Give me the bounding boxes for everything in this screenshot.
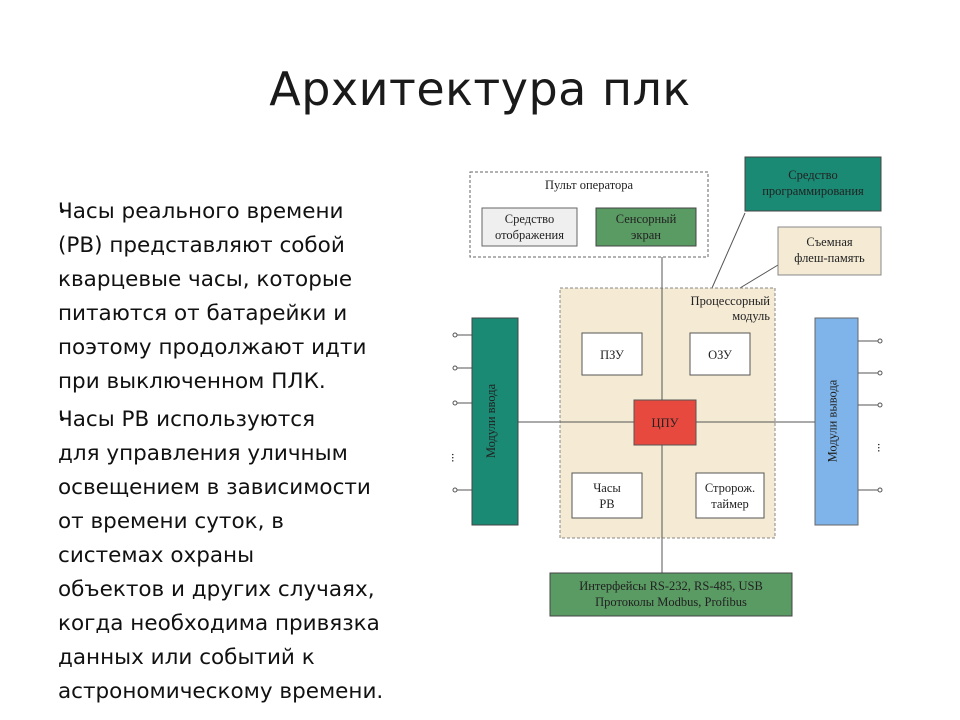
output-pins [858,338,883,493]
watchdog-label: таймер [711,497,749,511]
programming-tool-label: Средство [788,168,837,182]
plc-architecture-diagram: ... ... Пульт оператора Средство отображ… [449,156,889,617]
watchdog-label: Стророж. [705,481,755,495]
touchscreen-label: Сенсорный [616,212,677,226]
rom-label: ПЗУ [600,348,624,362]
output-modules-box [814,317,859,526]
bullet-line: (РВ) представляют собой [58,233,345,258]
bullet-dot-icon: • [58,204,67,220]
input-pins [452,332,472,493]
touchscreen-label: экран [631,228,661,242]
bullet-item-2: • Часы РВ используются для управления ул… [58,403,418,709]
ram-box [689,332,751,376]
bullet-line: Часы реального времени [58,199,344,224]
display-label: отображения [495,228,564,242]
touchscreen-box [595,207,697,247]
output-pins-ellipsis: ... [875,443,889,452]
display-label: Средство [505,212,554,226]
flash-memory-box [777,226,882,276]
bullet-line: объектов и других случаях, [58,577,375,602]
input-pins-ellipsis: ... [449,453,463,462]
cpu-box [633,399,697,446]
bullet-list: • Часы реального времени (РВ) представля… [58,195,418,713]
bullet-line: кварцевые часы, которые [58,267,353,292]
flash-memory-label: флеш-память [794,251,865,265]
bullet-line: поэтому продолжают идти [58,335,367,360]
processor-module-label: модуль [732,309,770,323]
flash-link-line [739,264,779,289]
programming-tool-label: программирования [762,184,864,198]
bullet-line: данных или событий к [58,645,315,670]
bullet-line: астрономическому времени. [58,679,384,704]
input-modules-box [471,317,519,526]
bullet-line: освещением в зависимости [58,475,371,500]
operator-panel-label: Пульт оператора [545,178,634,192]
programming-link-line [711,212,746,289]
bullet-line: от времени суток, в [58,509,284,534]
interfaces-label: Протоколы Modbus, Profibus [595,595,747,609]
input-modules-label: Модули ввода [484,383,498,458]
rtc-label: Часы [593,481,621,495]
rtc-label: РВ [599,497,614,511]
interfaces-box [549,572,793,617]
display-box [481,207,578,247]
bullet-item-1: • Часы реального времени (РВ) представля… [58,195,418,399]
bullet-dot-icon: • [58,412,67,428]
processor-module-label: Процессорный [691,294,771,308]
watchdog-box [695,472,765,519]
cpu-label: ЦПУ [652,416,679,430]
slide-title: Архитектура плк [269,62,691,116]
rtc-box [571,472,643,519]
bullet-line: для управления уличным [58,441,348,466]
interfaces-label: Интерфейсы RS-232, RS-485, USB [579,579,763,593]
bullet-line: системах охраны [58,543,255,568]
bullet-line: питаются от батарейки и [58,301,348,326]
rom-box [581,332,643,376]
bullet-line: Часы РВ используются [58,407,316,432]
bullet-line: когда необходима привязка [58,611,380,636]
ram-label: ОЗУ [708,348,732,362]
flash-memory-label: Съемная [806,235,852,249]
programming-tool-box [744,156,882,212]
bullet-line: при выключенном ПЛК. [58,369,326,394]
output-modules-label: Модули вывода [826,379,840,462]
